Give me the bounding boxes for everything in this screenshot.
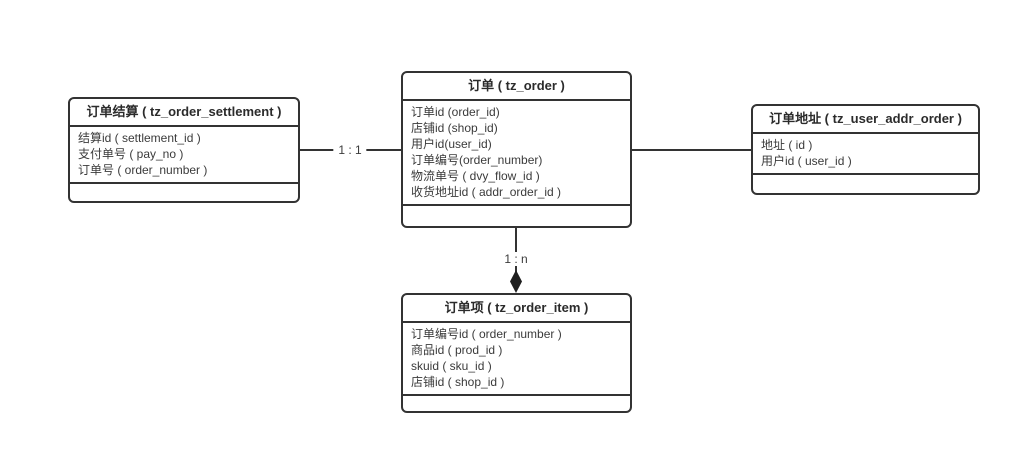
connector-order-addr	[632, 149, 751, 151]
entity-title: 订单结算 ( tz_order_settlement )	[70, 99, 298, 127]
entity-empty-section	[403, 206, 630, 226]
entity-field: 订单编号(order_number)	[411, 153, 543, 167]
entity-field-list: 订单id (order_id) 店铺id (shop_id) 用户id(user…	[403, 101, 630, 206]
entity-field: 订单id (order_id)	[411, 105, 500, 119]
entity-empty-section	[753, 175, 978, 193]
entity-field: 用户id(user_id)	[411, 137, 492, 151]
entity-title: 订单 ( tz_order )	[403, 73, 630, 101]
entity-field-list: 结算id ( settlement_id ) 支付单号 ( pay_no ) 订…	[70, 127, 298, 184]
entity-field: 支付单号 ( pay_no )	[78, 147, 184, 161]
entity-empty-section	[403, 396, 630, 411]
connector-order-item	[515, 228, 517, 272]
entity-field: skuid ( sku_id )	[411, 359, 492, 373]
entity-field: 用户id ( user_id )	[761, 154, 852, 168]
entity-empty-section	[70, 184, 298, 201]
entity-field: 订单号 ( order_number )	[78, 163, 208, 177]
entity-tz-order-settlement: 订单结算 ( tz_order_settlement ) 结算id ( sett…	[68, 97, 300, 203]
entity-field-list: 订单编号id ( order_number ) 商品id ( prod_id )…	[403, 323, 630, 396]
entity-field: 收货地址id ( addr_order_id )	[411, 185, 562, 199]
entity-tz-order-item: 订单项 ( tz_order_item ) 订单编号id ( order_num…	[401, 293, 632, 413]
entity-tz-user-addr-order: 订单地址 ( tz_user_addr_order ) 地址 ( id ) 用户…	[751, 104, 980, 195]
entity-field: 物流单号 ( dvy_flow_id )	[411, 169, 540, 183]
entity-title: 订单项 ( tz_order_item )	[403, 295, 630, 323]
entity-title: 订单地址 ( tz_user_addr_order )	[753, 106, 978, 134]
filled-diamond-arrow-icon	[510, 270, 522, 293]
cardinality-label-1-n: 1 : n	[499, 252, 533, 266]
entity-field: 结算id ( settlement_id )	[78, 131, 201, 145]
entity-field: 店铺id ( shop_id )	[411, 375, 505, 389]
entity-field-list: 地址 ( id ) 用户id ( user_id )	[753, 134, 978, 175]
entity-tz-order: 订单 ( tz_order ) 订单id (order_id) 店铺id (sh…	[401, 71, 632, 228]
entity-field: 商品id ( prod_id )	[411, 343, 503, 357]
entity-field: 店铺id (shop_id)	[411, 121, 498, 135]
entity-field: 地址 ( id )	[761, 138, 813, 152]
cardinality-label-1-1: 1 : 1	[333, 143, 367, 157]
entity-field: 订单编号id ( order_number )	[411, 327, 562, 341]
